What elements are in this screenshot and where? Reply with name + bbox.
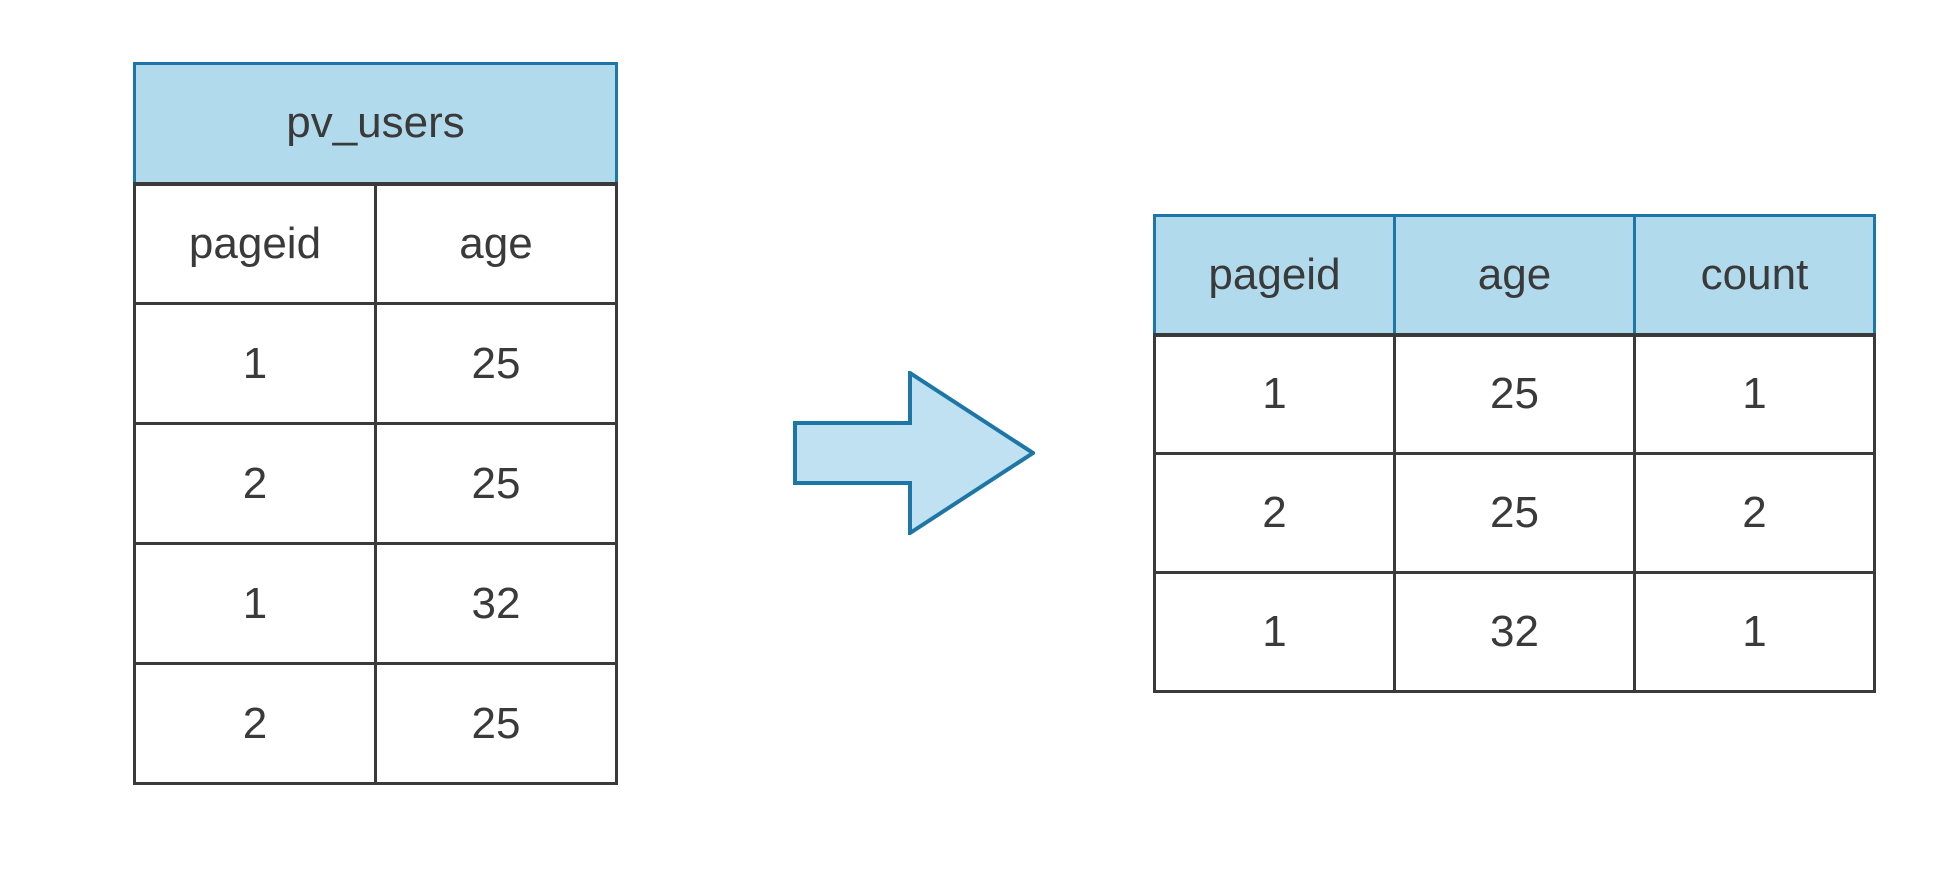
table-title-row: pv_users: [132, 62, 619, 185]
cell-age: 25: [373, 302, 619, 425]
cell-pageid: 1: [1153, 332, 1396, 455]
right-arrow-icon: [793, 369, 1037, 537]
result-table: pageid age count 1 25 1 2 25 2 1 32 1: [1153, 214, 1876, 693]
cell-pageid: 1: [133, 302, 377, 425]
cell-age: 25: [1393, 452, 1636, 574]
column-header-pageid: pageid: [1153, 214, 1396, 336]
table-row: 2 25: [133, 662, 619, 785]
cell-pageid: 2: [133, 422, 377, 545]
table-row: 1 32: [133, 542, 619, 665]
column-header-age: age: [1393, 214, 1636, 336]
cell-count: 1: [1633, 571, 1876, 693]
cell-count: 2: [1633, 452, 1876, 574]
table-row: 1 25: [133, 302, 619, 425]
cell-age: 25: [373, 422, 619, 545]
cell-count: 1: [1633, 332, 1876, 455]
column-header-age: age: [373, 181, 619, 305]
pv-users-table: pv_users pageid age 1 25 2 25 1 32 2 25: [132, 62, 619, 785]
cell-age: 25: [1393, 332, 1636, 455]
cell-pageid: 1: [133, 542, 377, 665]
column-header-count: count: [1633, 214, 1876, 336]
pv-users-table-title: pv_users: [132, 62, 619, 185]
cell-pageid: 2: [1153, 452, 1396, 574]
column-header-row: pageid age count: [1153, 214, 1876, 336]
cell-age: 32: [373, 542, 619, 665]
transform-arrow: [793, 369, 1037, 537]
table-row: 2 25 2: [1153, 452, 1876, 574]
column-header-row: pageid age: [133, 181, 619, 305]
table-row: 2 25: [133, 422, 619, 545]
cell-pageid: 1: [1153, 571, 1396, 693]
table-row: 1 25 1: [1153, 332, 1876, 455]
cell-age: 32: [1393, 571, 1636, 693]
cell-pageid: 2: [133, 662, 377, 785]
table-row: 1 32 1: [1153, 571, 1876, 693]
column-header-pageid: pageid: [133, 181, 377, 305]
cell-age: 25: [373, 662, 619, 785]
